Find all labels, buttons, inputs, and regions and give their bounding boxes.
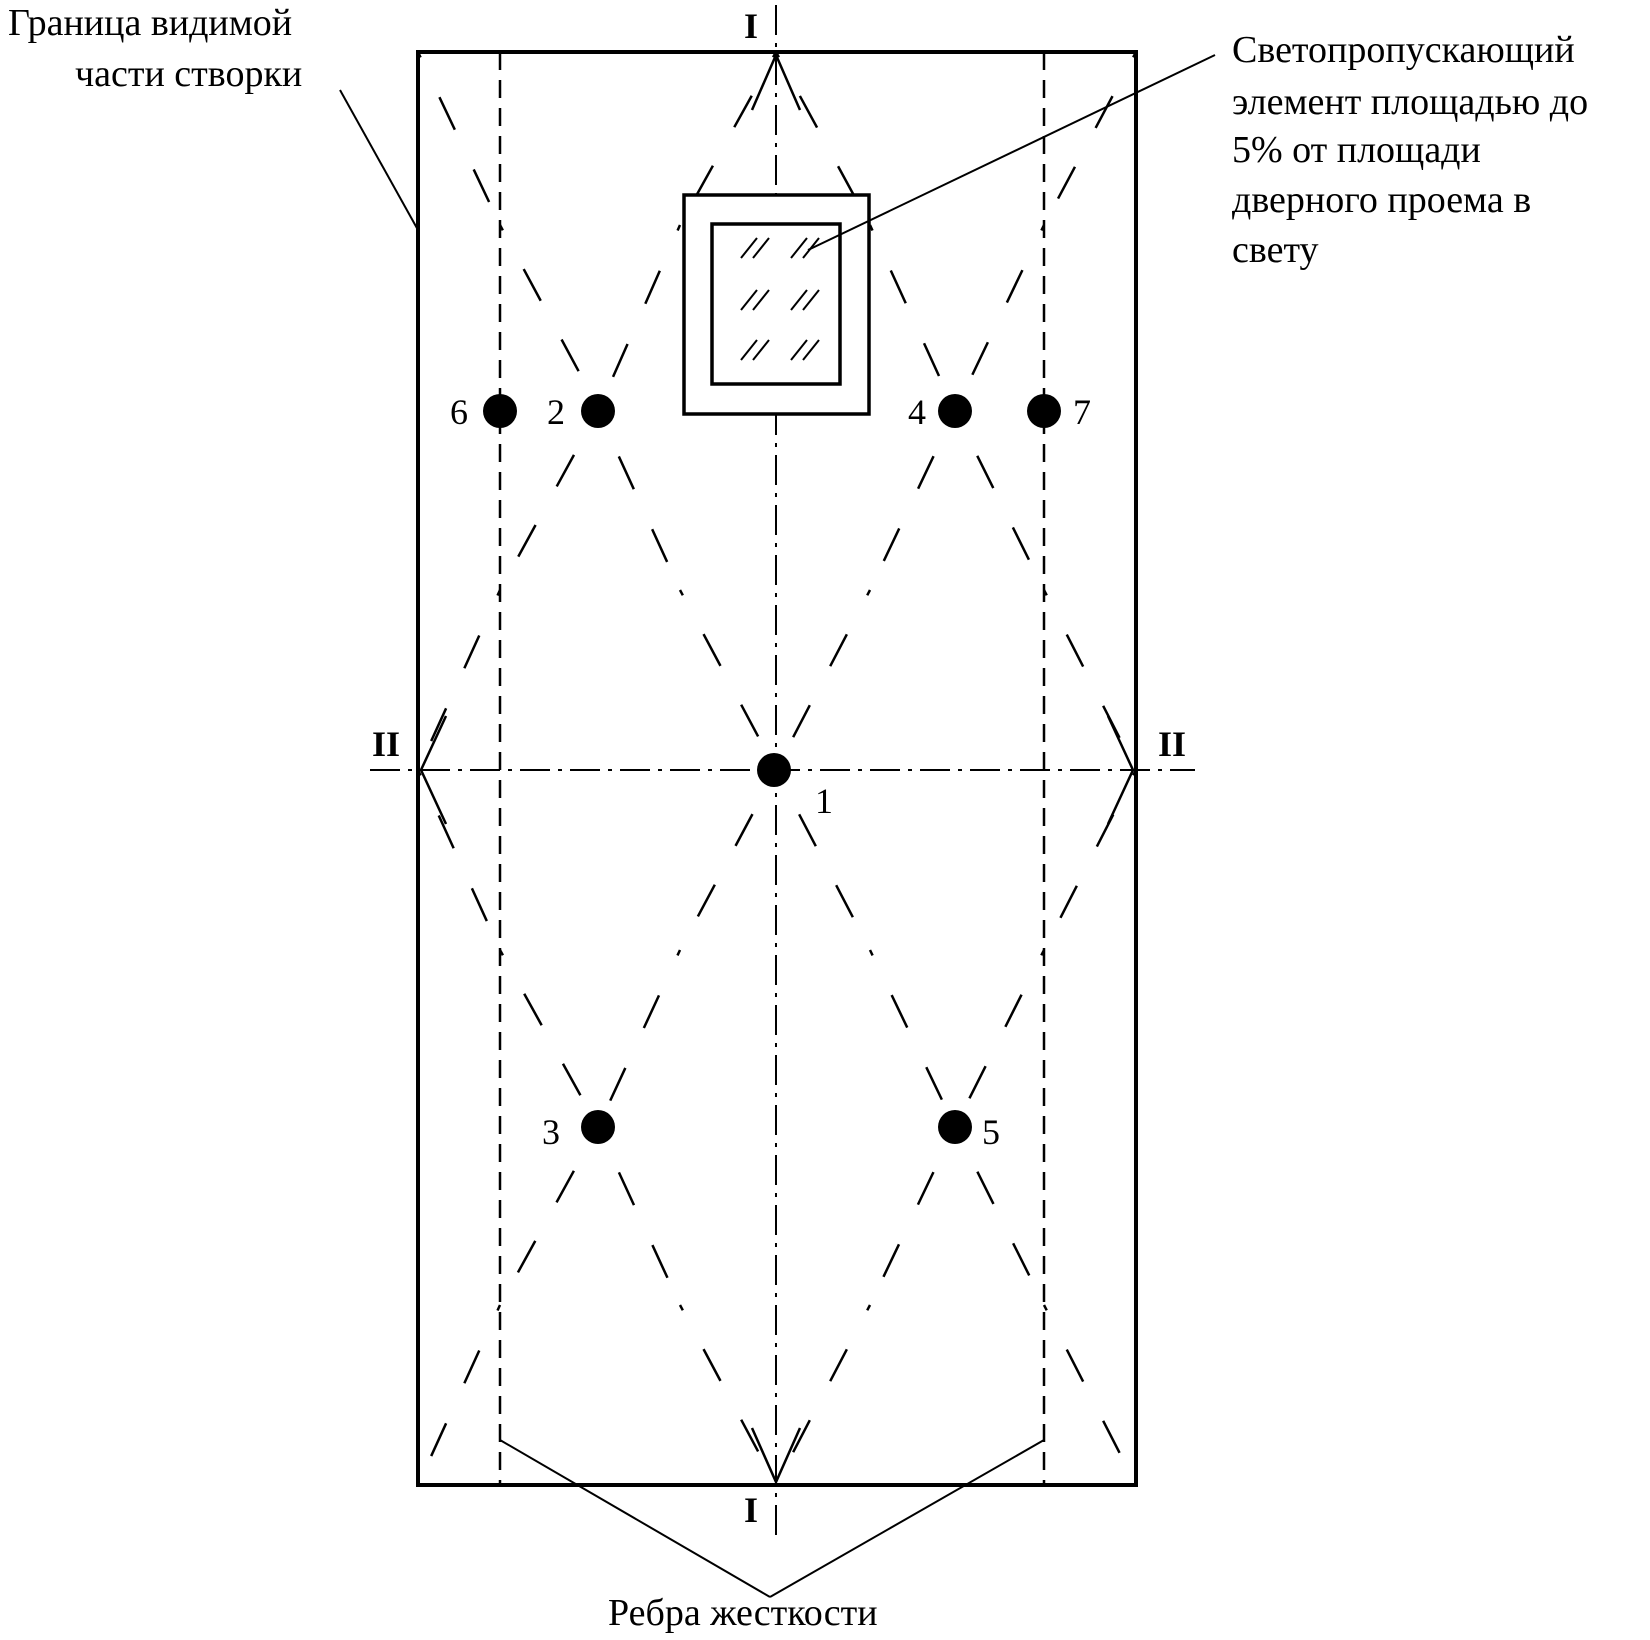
- point-5: [938, 1110, 972, 1144]
- label-light-element-line-1: Светопропускающий: [1232, 29, 1575, 71]
- section-mark-right: II: [1158, 724, 1186, 764]
- diagonal-line-16: [774, 589, 872, 771]
- label-visible-boundary: Граница видимой части створки: [8, 2, 302, 95]
- arrow-right: [1106, 715, 1135, 825]
- section-mark-left: II: [372, 724, 400, 764]
- hatch-mark-1: [740, 237, 758, 259]
- diagonal-line-15: [868, 410, 957, 591]
- leader-stiffener-left: [499, 1439, 771, 1598]
- hatch-mark-10: [752, 339, 770, 361]
- diagonal-line-2: [498, 224, 602, 412]
- diagonal-line-31: [868, 1126, 957, 1306]
- diagonal-line-19: [498, 1126, 600, 1306]
- label-visible-boundary-line-2: части створки: [75, 53, 302, 95]
- point-2: [581, 394, 615, 428]
- point-1: [757, 753, 791, 787]
- diagonal-line-30: [868, 949, 957, 1128]
- diagonal-line-23: [596, 1126, 682, 1306]
- hatch-mark-8: [802, 289, 820, 311]
- light-transmitting-element: [682, 193, 871, 416]
- hatch-mark-5: [740, 289, 758, 311]
- arrow-bottom: [750, 1427, 802, 1486]
- point-label-3: 3: [542, 1112, 560, 1152]
- label-visible-boundary-line-1: Граница видимой: [8, 2, 292, 44]
- leader-lines: [339, 54, 1216, 1598]
- hatch-mark-9: [740, 339, 758, 361]
- diagonal-line-18: [498, 949, 600, 1128]
- point-label-7: 7: [1073, 392, 1091, 432]
- diagonal-line-25: [1042, 769, 1138, 951]
- leader-stiffener-right: [769, 1439, 1045, 1598]
- label-light-element-line-4: дверного проема в: [1232, 179, 1531, 221]
- hatch-mark-11: [790, 339, 808, 361]
- point-label-1: 1: [815, 781, 833, 821]
- axis-arrows: [419, 51, 1135, 1486]
- point-label-6: 6: [450, 392, 468, 432]
- diagonal-line-7: [596, 410, 682, 591]
- arrow-left: [419, 715, 448, 825]
- leader-light-element: [807, 54, 1216, 251]
- point-7: [1027, 394, 1061, 428]
- glass-hatching: [740, 237, 820, 361]
- section-mark-bottom: I: [744, 1490, 758, 1530]
- diagonal-line-21: [678, 769, 778, 951]
- hatch-mark-2: [752, 237, 770, 259]
- diagonal-line-24: [678, 1304, 778, 1486]
- diagonal-line-11: [953, 410, 1046, 591]
- point-6: [483, 394, 517, 428]
- label-light-element-line-2: элемент площадью до: [1232, 81, 1588, 123]
- diagonal-line-22: [596, 949, 682, 1128]
- point-4: [938, 394, 972, 428]
- arrow-top: [750, 51, 802, 111]
- diagonal-line-26: [953, 949, 1046, 1128]
- point-label-2: 2: [547, 392, 565, 432]
- point-label-4: 4: [908, 392, 926, 432]
- diagonal-line-9: [1042, 51, 1138, 226]
- hatch-mark-7: [790, 289, 808, 311]
- diagonal-line-27: [953, 1126, 1046, 1306]
- diagonal-line-8: [678, 589, 778, 771]
- diagonal-line-17: [416, 769, 502, 951]
- diagonal-line-3: [498, 410, 600, 591]
- diagonal-line-14: [868, 224, 957, 412]
- diagonal-line-6: [596, 224, 682, 412]
- diagonal-line-20: [416, 1304, 502, 1486]
- label-light-element-line-3: 5% от площади: [1232, 129, 1481, 171]
- diagonal-line-10: [953, 224, 1046, 412]
- diagonal-line-12: [1042, 589, 1138, 771]
- section-mark-top: I: [744, 6, 758, 46]
- window-glass: [710, 222, 842, 386]
- measurement-points: [483, 394, 1061, 1144]
- hatch-mark-6: [752, 289, 770, 311]
- hatch-mark-3: [790, 237, 808, 259]
- label-light-element-line-5: свету: [1232, 229, 1319, 271]
- diagonal-line-4: [416, 589, 502, 771]
- label-stiffeners: Ребра жесткости: [608, 1592, 878, 1634]
- diagonal-line-32: [774, 1304, 872, 1486]
- hatch-mark-12: [802, 339, 820, 361]
- diagonal-line-1: [416, 51, 502, 226]
- point-3: [581, 1110, 615, 1144]
- diagonal-line-28: [1042, 1304, 1138, 1486]
- point-label-5: 5: [982, 1112, 1000, 1152]
- label-light-element: Светопропускающий элемент площадью до 5%…: [1232, 29, 1598, 271]
- leader-visible-boundary: [339, 89, 419, 231]
